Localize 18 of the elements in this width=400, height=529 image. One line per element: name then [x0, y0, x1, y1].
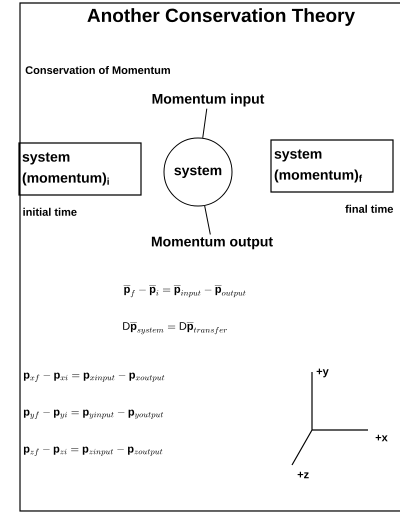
state-box: system (momentum)$_{f}$ — [270, 139, 394, 193]
state-box: system (momentum)$_{i}$ — [18, 142, 142, 196]
time-caption: final time — [345, 204, 394, 213]
subheading: Conservation of Momentum — [26, 66, 170, 74]
connector-line — [204, 205, 211, 236]
time-caption: initial time — [23, 208, 77, 216]
title: Another Conservation Theory — [87, 8, 355, 26]
axis-label: +z — [298, 472, 309, 478]
axis-label: +y — [316, 368, 329, 378]
flow-label: Momentum input — [152, 93, 264, 107]
component-equation: $\mathbf{p}_{yf} - \mathbf{p}_{yi} = \mathbf{p}_{yinput} - \mathbf{p}_{youtput}$ — [24, 410, 164, 419]
flow-label: Momentum output — [152, 236, 273, 250]
component-equation: $\mathbf{p}_{zf} - \mathbf{p}_{zi} = \mathbf{p}_{zinput} - \mathbf{p}_{zoutput}$ — [24, 446, 162, 456]
connector-line — [202, 108, 208, 138]
component-equation: $\mathbf{p}_{xf} - \mathbf{p}_{xi} = \mathbf{p}_{xinput} - \mathbf{p}_{xoutput}$ — [24, 372, 164, 382]
vector-equation: $\mathrm{D}\overline{\mathbf{p}}_{system} = \mathrm{D}\overline{\mathbf{p}}_{transfer}$ — [123, 322, 227, 334]
axis-label: +x — [376, 434, 388, 442]
vector-equation: $\overline{\mathbf{p}}_{f} - \overline{\mathbf{p}}_{i} = \overline{\mathbf{p}}_{input} - \overline{\mathbf{p}}_{output}$ — [124, 285, 246, 298]
